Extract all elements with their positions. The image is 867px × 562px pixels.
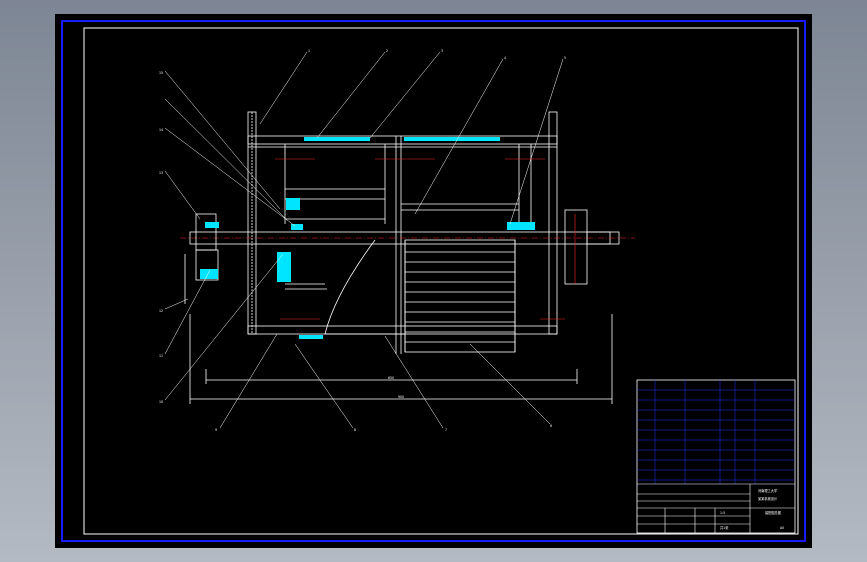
part-label-7: 7 <box>445 428 447 432</box>
part-label-14: 14 <box>159 128 163 132</box>
part-label-4: 4 <box>504 56 506 60</box>
part-label-9: 9 <box>215 428 217 432</box>
title-drawing-name: 装配图总图 <box>765 510 781 515</box>
part-label-1: 1 <box>308 49 310 53</box>
part-label-5: 5 <box>564 56 566 60</box>
title-block: 河南理工大学 某某机械设计 装配图总图 A0 1:5 共1张 <box>636 379 796 534</box>
title-scale: 1:5 <box>720 511 725 515</box>
highlighted-parts <box>200 137 535 339</box>
red-centerlines <box>275 158 576 320</box>
part-label-6: 6 <box>550 424 552 428</box>
part-labels: 1 2 3 4 5 6 7 8 9 10 11 12 13 14 15 <box>159 49 566 432</box>
title-drawing-no: A0 <box>780 526 784 530</box>
outer-frame <box>61 20 806 542</box>
part-label-8: 8 <box>354 428 356 432</box>
part-label-13: 13 <box>159 171 163 175</box>
part-label-10: 10 <box>159 400 163 404</box>
title-sheet: 共1张 <box>720 525 729 530</box>
dimension-outer: 900 <box>398 395 404 399</box>
inner-frame <box>83 27 799 535</box>
part-label-11: 11 <box>159 354 163 358</box>
part-label-12: 12 <box>159 309 163 313</box>
leader-lines <box>164 51 564 429</box>
cad-drawing: 1 2 3 4 5 6 7 8 9 10 11 12 13 14 15 650 … <box>61 20 806 542</box>
dimension-inner: 650 <box>388 376 394 380</box>
winch-assembly <box>180 111 635 404</box>
part-label-2: 2 <box>386 49 388 53</box>
title-school: 河南理工大学 <box>758 488 777 493</box>
drawing-viewport[interactable]: 1 2 3 4 5 6 7 8 9 10 11 12 13 14 15 650 … <box>55 14 812 548</box>
part-label-15: 15 <box>159 71 163 75</box>
part-label-3: 3 <box>441 49 443 53</box>
title-drawing-title: 某某机械设计 <box>758 496 778 501</box>
